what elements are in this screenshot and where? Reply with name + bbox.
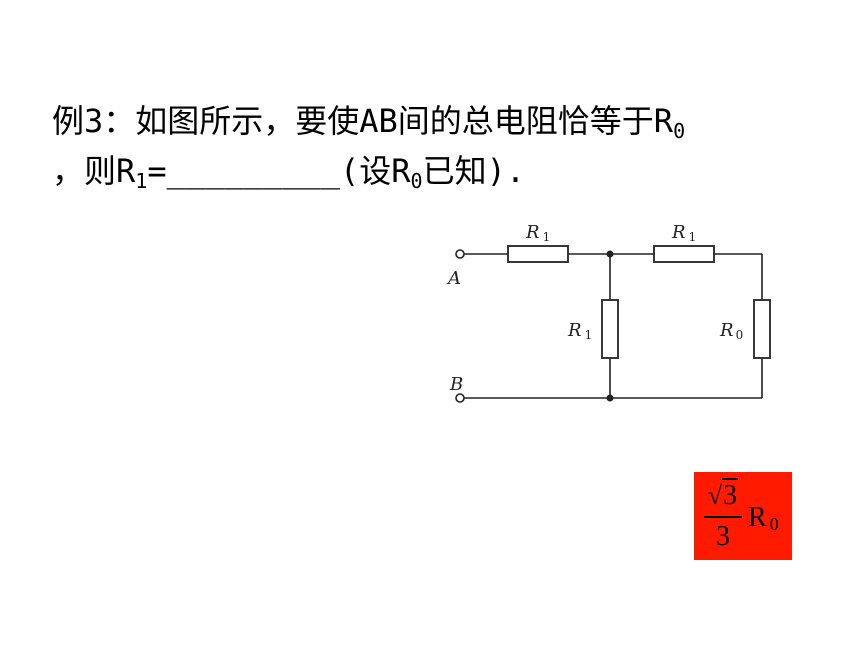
junction-dot-bottom bbox=[606, 394, 614, 402]
answer-blank: =_________(设R bbox=[147, 152, 411, 190]
answer-r-subscript: 0 bbox=[769, 514, 779, 534]
r0-subscript-2: 0 bbox=[410, 169, 423, 193]
radicand: 3 bbox=[722, 478, 739, 511]
radical-sign: √ bbox=[707, 481, 723, 510]
r0-subscript: 0 bbox=[673, 119, 686, 143]
fraction-denominator: 3 bbox=[716, 521, 730, 552]
terminal-a bbox=[455, 249, 465, 259]
answer-fraction: √3 3 bbox=[704, 478, 742, 552]
fraction-bar bbox=[704, 516, 742, 518]
question-text: 例3：如图所示，要使AB间的总电阻恰等于R0 ，则R1=_________(设R… bbox=[52, 96, 822, 196]
junction-dot-top bbox=[606, 250, 614, 258]
question-line-1-text: 例3：如图所示，要使AB间的总电阻恰等于R bbox=[52, 102, 674, 140]
question-line-2-post: 已知). bbox=[422, 152, 526, 190]
r1-subscript: 1 bbox=[135, 169, 148, 193]
label-terminal-a: A bbox=[446, 268, 461, 289]
question-line-1: 例3：如图所示，要使AB间的总电阻恰等于R0 bbox=[52, 96, 822, 146]
resistor-r0-right bbox=[753, 299, 771, 359]
resistors bbox=[507, 245, 771, 359]
label-terminal-b: B bbox=[449, 374, 463, 395]
question-line-2-pre: ，则R bbox=[52, 152, 136, 190]
resistor-r1-top-left bbox=[507, 245, 569, 263]
resistor-r1-top-right bbox=[653, 245, 715, 263]
fraction-numerator: √3 bbox=[704, 478, 742, 514]
answer-r-letter: R bbox=[748, 502, 767, 533]
question-line-2: ，则R1=_________(设R0已知). bbox=[52, 146, 822, 196]
terminal-b bbox=[455, 393, 465, 403]
resistor-r1-middle bbox=[601, 299, 619, 359]
